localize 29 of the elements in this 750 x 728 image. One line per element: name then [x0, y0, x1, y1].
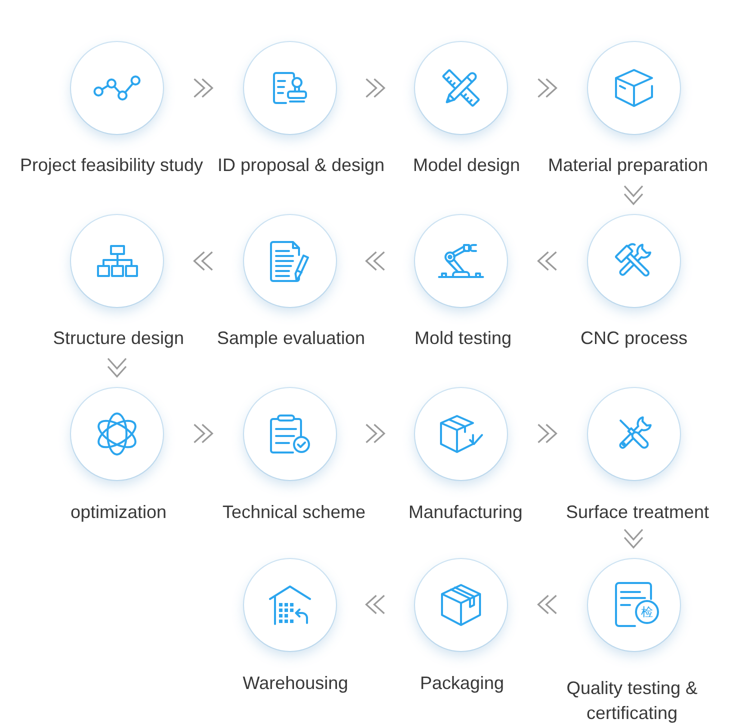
chevron-arrow — [365, 251, 386, 271]
chevron-arrow — [365, 424, 386, 444]
step-label: optimization — [70, 501, 167, 523]
step-label: ID proposal & design — [217, 154, 385, 176]
chevron-arrow — [193, 251, 214, 271]
step-label: Warehousing — [242, 672, 348, 694]
chevron-arrow — [537, 78, 558, 98]
chevron-arrow — [107, 358, 127, 378]
chevron-arrow — [193, 78, 214, 98]
chevron-arrow — [624, 528, 644, 549]
chevron-arrow — [537, 594, 558, 614]
step-label: Manufacturing — [408, 501, 523, 523]
chevron-arrow — [537, 424, 558, 444]
step-label: Sample evaluation — [216, 327, 366, 349]
chevron-arrow — [193, 424, 214, 444]
step-label: Mold testing — [414, 327, 512, 349]
chevron-arrow — [365, 594, 386, 614]
step-label: Technical scheme — [222, 501, 366, 523]
chevron-arrow — [624, 185, 644, 206]
step-label: Structure design — [52, 327, 184, 349]
step-label: CNC process — [580, 327, 688, 349]
step-label: Surface treatment — [566, 501, 710, 523]
chevron-arrow — [537, 251, 558, 271]
chevron-arrow — [365, 78, 386, 98]
step-label: Quality testing & certificating — [565, 676, 699, 725]
step-label: Model design — [412, 154, 520, 176]
step-label: Material preparation — [548, 154, 708, 176]
step-label: Packaging — [420, 672, 504, 694]
step-label: Project feasibility study — [20, 154, 204, 176]
